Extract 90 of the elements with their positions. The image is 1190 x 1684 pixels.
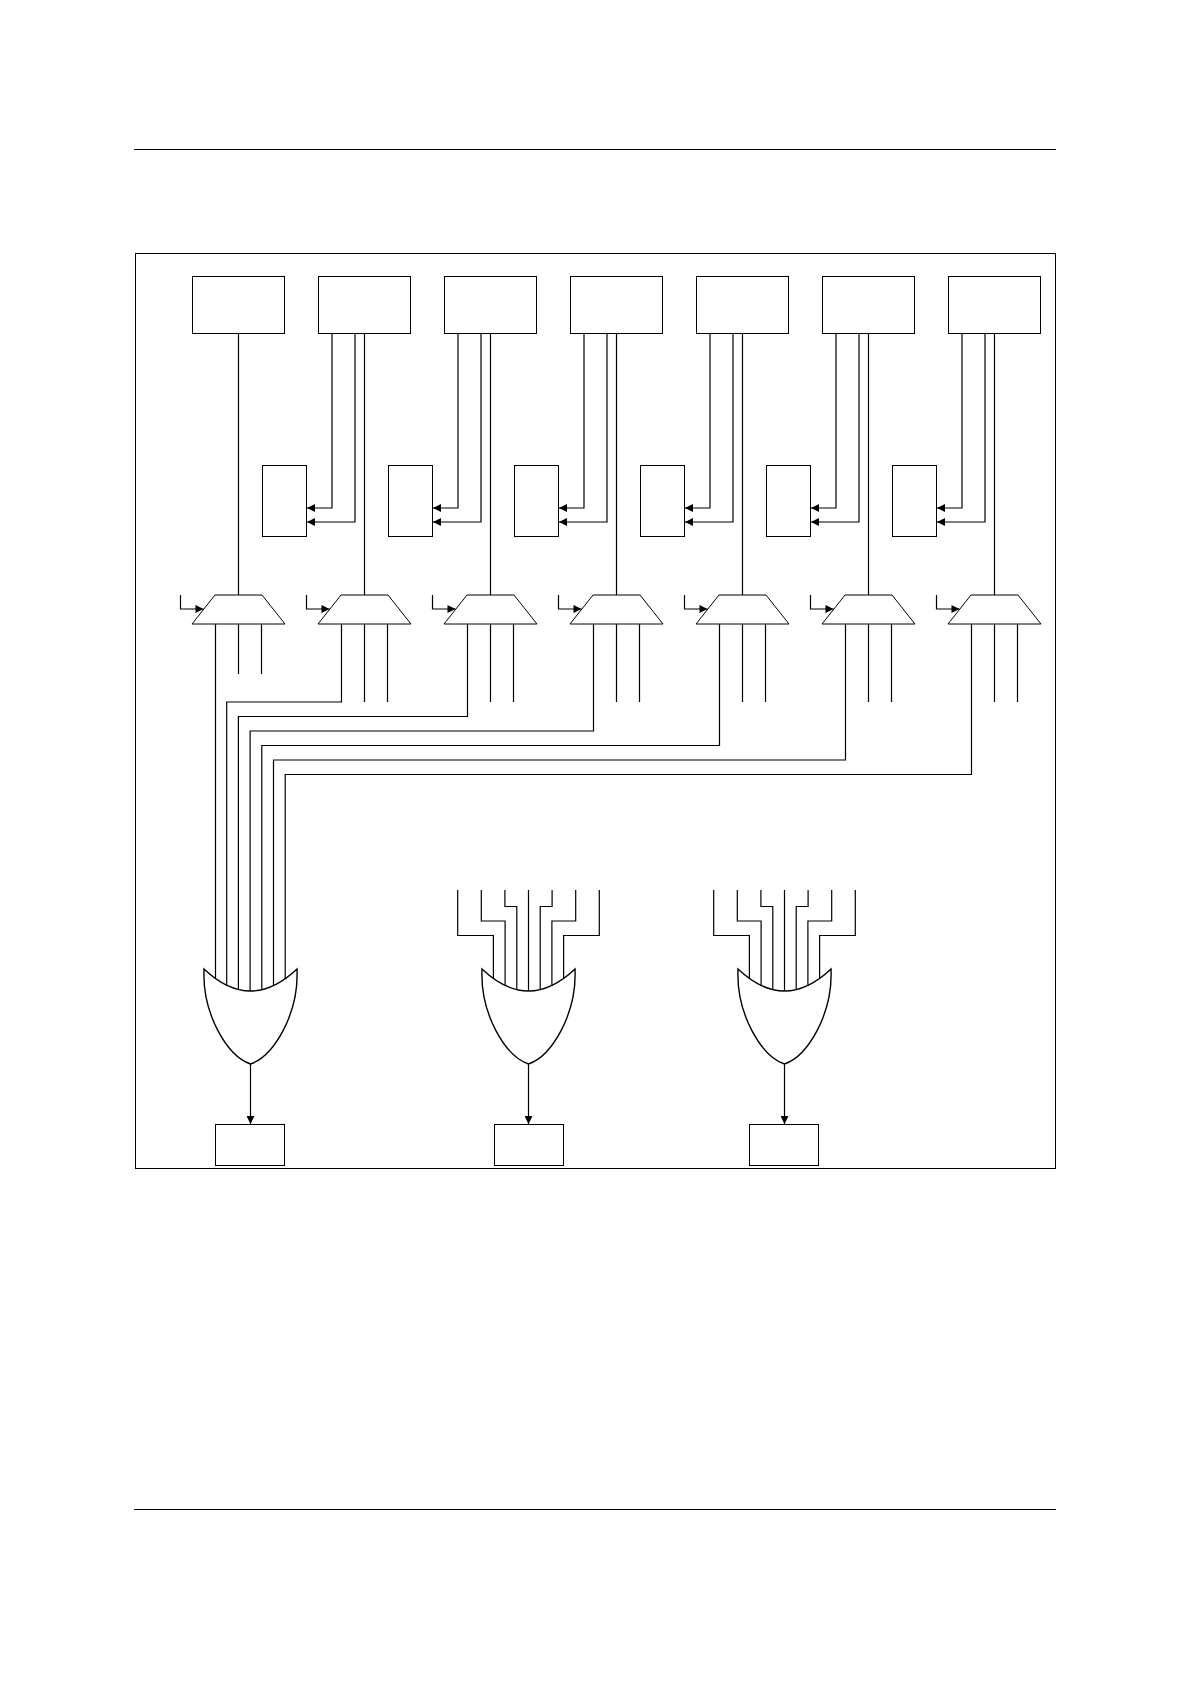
arrow	[179, 594, 205, 613]
wire	[386, 623, 389, 703]
block-box	[570, 276, 663, 334]
wire	[993, 333, 996, 596]
block-box	[892, 465, 937, 537]
arrow	[557, 594, 583, 613]
arrow	[305, 594, 331, 613]
wire	[539, 889, 553, 991]
wire	[237, 623, 240, 675]
wire	[226, 623, 343, 986]
wire	[760, 889, 774, 991]
arrow	[809, 594, 835, 613]
arrow	[683, 594, 709, 613]
arrow	[935, 594, 961, 613]
wire	[638, 623, 641, 703]
wire	[489, 623, 492, 703]
arrow	[306, 333, 333, 512]
wire	[563, 889, 600, 980]
multiplexer-symbol	[822, 595, 915, 624]
multiplexer-symbol	[318, 595, 411, 624]
arrow	[432, 333, 482, 526]
or-gate-symbol	[738, 969, 831, 1064]
arrow	[810, 333, 860, 526]
wire	[551, 889, 577, 987]
arrow	[246, 1063, 255, 1125]
arrow	[558, 333, 608, 526]
wire	[284, 623, 973, 980]
arrow	[936, 333, 986, 526]
wire	[489, 333, 492, 596]
wire	[615, 623, 618, 703]
wire	[993, 623, 996, 703]
wire	[807, 889, 833, 987]
wire	[736, 889, 762, 987]
block-box	[640, 465, 685, 537]
wire	[512, 623, 515, 703]
block-box	[948, 276, 1041, 334]
block-box	[388, 465, 433, 537]
multiplexer-symbol	[192, 595, 285, 624]
arrow	[558, 333, 585, 512]
wire	[741, 623, 744, 703]
block-box	[696, 276, 789, 334]
wire	[795, 889, 809, 991]
block-box	[262, 465, 307, 537]
block-box	[749, 1124, 819, 1166]
wire	[363, 623, 366, 703]
wire	[260, 623, 263, 675]
block-box	[514, 465, 559, 537]
arrow	[431, 594, 457, 613]
multiplexer-symbol	[444, 595, 537, 624]
wire	[237, 623, 469, 991]
wire	[819, 889, 856, 980]
block-box	[494, 1124, 564, 1166]
wire	[1016, 623, 1019, 703]
arrow	[684, 333, 734, 526]
or-gate-symbol	[204, 969, 297, 1064]
wire	[867, 623, 870, 703]
wire	[272, 623, 847, 987]
block-box	[822, 276, 915, 334]
wire	[615, 333, 618, 596]
block-box	[215, 1124, 285, 1166]
wire	[363, 333, 366, 596]
wire	[261, 623, 721, 991]
wire	[457, 889, 494, 980]
arrow	[524, 1063, 533, 1125]
wire	[249, 623, 595, 992]
block-box	[192, 276, 285, 334]
wire	[480, 889, 506, 987]
block-box	[318, 276, 411, 334]
wire	[214, 623, 217, 979]
wire	[741, 333, 744, 596]
arrow	[780, 1063, 789, 1125]
wire	[890, 623, 893, 703]
multiplexer-symbol	[570, 595, 663, 624]
multiplexer-symbol	[696, 595, 789, 624]
arrow	[936, 333, 963, 512]
block-box	[444, 276, 537, 334]
wire	[237, 333, 240, 596]
arrow	[810, 333, 837, 512]
wire	[783, 889, 786, 992]
arrow	[684, 333, 711, 512]
arrow	[432, 333, 459, 512]
multiplexer-symbol	[948, 595, 1041, 624]
block-box	[766, 465, 811, 537]
wire	[867, 333, 870, 596]
arrow	[306, 333, 356, 526]
wire	[504, 889, 518, 991]
or-gate-symbol	[482, 969, 575, 1064]
wire	[764, 623, 767, 703]
wire	[527, 889, 530, 992]
wire	[713, 889, 750, 980]
